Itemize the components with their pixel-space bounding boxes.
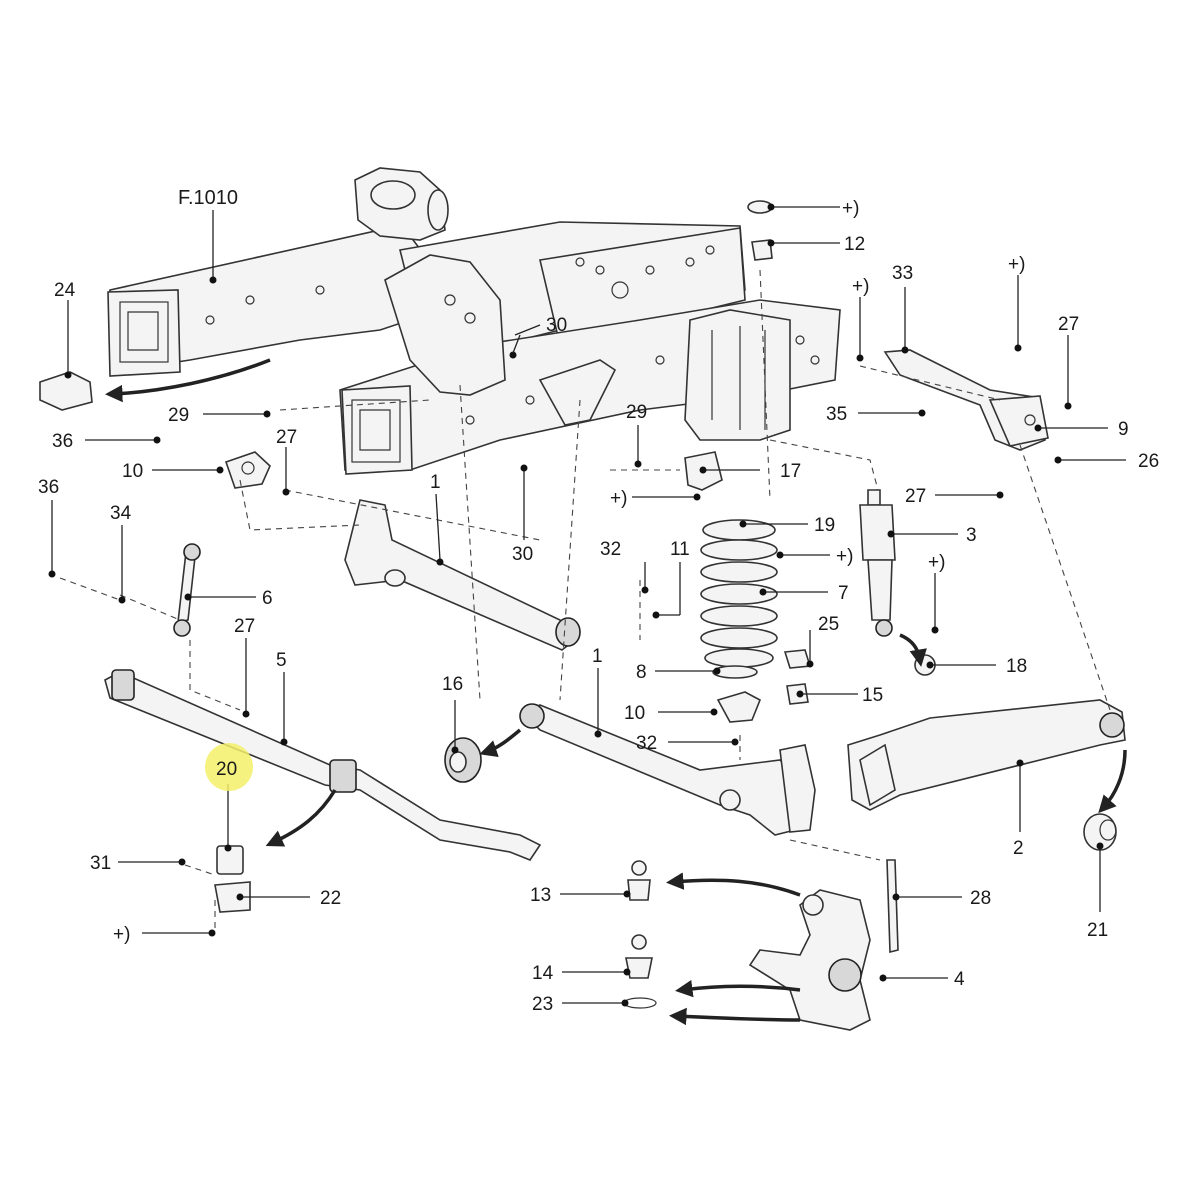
callout-30-top: 30	[546, 315, 567, 336]
direction-arrows	[105, 358, 1127, 1026]
callout-27-right-bottom: 27	[905, 486, 926, 507]
callout-12: 12	[844, 234, 865, 255]
callout-20-highlight	[205, 743, 253, 791]
callout-34: 34	[110, 503, 132, 524]
callout-18: 18	[1006, 656, 1027, 677]
callout-2: 2	[1013, 838, 1024, 859]
callout-35: 35	[826, 404, 847, 425]
callout-labels: F.1010 24 29 36 27 10 36 34 6 27 5 20 31…	[38, 187, 1159, 1015]
bracket-left	[224, 451, 271, 489]
callout-plus-left: +)	[113, 924, 130, 945]
callout-25: 25	[818, 614, 839, 635]
callout-7: 7	[838, 583, 849, 604]
callout-10-left: 10	[122, 461, 143, 482]
callout-plus-shock: +)	[928, 552, 945, 573]
callout-16: 16	[442, 674, 463, 695]
control-arm-lower	[519, 703, 816, 836]
callout-1-upper: 1	[430, 472, 441, 493]
callout-27-right-top: 27	[1058, 314, 1079, 335]
callout-11: 11	[670, 539, 690, 560]
callout-17: 17	[780, 461, 801, 482]
callout-19: 19	[814, 515, 835, 536]
callout-10-center: 10	[624, 703, 645, 724]
coil-spring	[700, 519, 778, 679]
callout-9: 9	[1118, 419, 1129, 440]
callout-36-bottom: 36	[38, 477, 59, 498]
callout-plus-spring: +)	[836, 546, 853, 567]
callout-32-top: 32	[600, 539, 621, 560]
steering-knuckle	[748, 889, 871, 1031]
dashed-connectors	[59, 269, 1111, 930]
leader-lines	[48, 203, 1126, 1007]
callout-31: 31	[90, 853, 111, 874]
callout-plus-right: +)	[1008, 254, 1025, 275]
part-24-plate	[39, 371, 93, 411]
trailing-arm	[847, 699, 1126, 811]
callout-plus-top: +)	[842, 198, 859, 219]
callout-6: 6	[262, 588, 273, 609]
callout-8: 8	[636, 662, 647, 683]
callout-27-left-bottom: 27	[234, 616, 255, 637]
callout-30-bottom: 30	[512, 544, 533, 565]
callout-33: 33	[892, 263, 913, 284]
callout-22: 22	[320, 888, 341, 909]
stabilizer-bar	[104, 669, 542, 861]
callout-15: 15	[862, 685, 883, 706]
stabilizer-link	[173, 543, 201, 637]
callout-3: 3	[966, 525, 977, 546]
callout-28: 28	[970, 888, 991, 909]
callout-36-top: 36	[52, 431, 73, 452]
callout-27-left-top: 27	[276, 427, 297, 448]
callout-29-left: 29	[168, 405, 189, 426]
callout-29-center: 29	[626, 402, 647, 423]
callout-21: 21	[1087, 920, 1108, 941]
callout-26: 26	[1138, 451, 1159, 472]
chassis-frame	[107, 167, 841, 475]
callout-20: 20	[216, 759, 237, 780]
callout-plus-center: +)	[610, 488, 627, 509]
callout-4: 4	[954, 969, 965, 990]
shock-absorber	[859, 489, 896, 637]
rear-bracket	[883, 349, 1049, 451]
callout-1-lower: 1	[592, 646, 603, 667]
control-arm-upper	[344, 499, 581, 651]
callout-plus-33: +)	[852, 276, 869, 297]
callout-14: 14	[532, 963, 554, 984]
callout-13: 13	[530, 885, 551, 906]
callout-32-bottom: 32	[636, 733, 657, 754]
callout-24: 24	[54, 280, 76, 301]
callout-5: 5	[276, 650, 287, 671]
frame-reference-label: F.1010	[178, 187, 238, 209]
callout-23: 23	[532, 994, 553, 1015]
